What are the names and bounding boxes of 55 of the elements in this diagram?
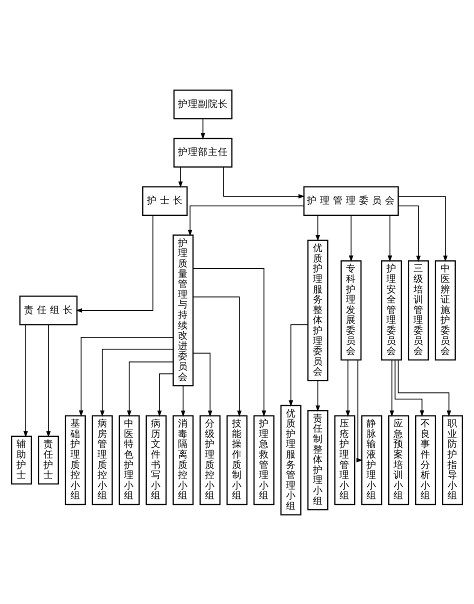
arrow bbox=[23, 324, 28, 438]
arrow bbox=[288, 324, 308, 406]
node-box: 护理部主任 bbox=[173, 137, 232, 168]
arrow bbox=[390, 359, 394, 416]
arrow bbox=[388, 214, 392, 262]
arrow bbox=[398, 204, 421, 262]
node-box: 责任制整体护理小组 bbox=[307, 410, 328, 510]
arrow bbox=[192, 268, 266, 416]
node-box: 辅助护士 bbox=[11, 435, 32, 484]
arrow bbox=[180, 384, 186, 416]
arrow bbox=[200, 118, 206, 139]
arrow bbox=[398, 359, 452, 416]
arrow bbox=[178, 166, 183, 188]
node-box: 不良事件分析小组 bbox=[415, 414, 436, 505]
arrow bbox=[76, 214, 154, 312]
node-box: 分级护理质控小组 bbox=[200, 414, 221, 505]
node-box: 优质护理服务管理小组 bbox=[280, 404, 302, 515]
arrow bbox=[223, 166, 305, 198]
node-box: 病房管理质控小组 bbox=[92, 414, 113, 505]
arrow bbox=[346, 359, 350, 416]
arrow bbox=[46, 324, 51, 438]
node-box: 病历文件书写小组 bbox=[146, 414, 167, 505]
arrow bbox=[394, 359, 424, 416]
node-box: 护理副院长 bbox=[173, 89, 232, 119]
arrow bbox=[316, 380, 320, 412]
node-box: 静脉输液护理小组 bbox=[361, 414, 382, 505]
arrow bbox=[157, 372, 174, 416]
node-box: 消毒隔离质控小组 bbox=[172, 414, 194, 505]
node-box: 职业防护指导小组 bbox=[442, 414, 463, 505]
node-box: 中医辨证施护委员会 bbox=[434, 260, 456, 360]
node-box: 优质护理服务整体护理委员会 bbox=[307, 239, 328, 381]
arrow bbox=[100, 348, 174, 416]
node-box: 护 士 长 bbox=[142, 186, 188, 216]
node-box: 压疮护理管理小组 bbox=[334, 414, 356, 505]
node-box: 护理急救管理小组 bbox=[253, 414, 274, 505]
node-box: 基础护理质控小组 bbox=[64, 414, 86, 505]
arrow bbox=[348, 214, 354, 262]
arrow bbox=[78, 336, 174, 416]
node-box: 护理安全管理委员会 bbox=[381, 260, 402, 360]
arrow bbox=[316, 214, 320, 241]
node-box: 中医特色护理小组 bbox=[118, 414, 140, 505]
node-box: 护 理 管 理 委 员 会 bbox=[303, 186, 399, 216]
arrow bbox=[192, 352, 212, 416]
node-box: 责 任 组 长 bbox=[19, 295, 78, 325]
node-box: 专科护理发展委员会 bbox=[340, 260, 362, 360]
arrow bbox=[188, 204, 304, 236]
node-box: 三级培训管理委员会 bbox=[408, 260, 429, 360]
node-box: 应急预案培训小组 bbox=[388, 414, 410, 505]
node-box: 技能操作质制小组 bbox=[226, 414, 248, 505]
arrow bbox=[356, 359, 363, 462]
arrow bbox=[398, 195, 448, 262]
arrow bbox=[127, 361, 174, 416]
node-box: 护理质量管理与持续改进委员会 bbox=[172, 234, 194, 386]
arrow bbox=[192, 296, 242, 416]
node-box: 责任护士 bbox=[38, 435, 59, 484]
